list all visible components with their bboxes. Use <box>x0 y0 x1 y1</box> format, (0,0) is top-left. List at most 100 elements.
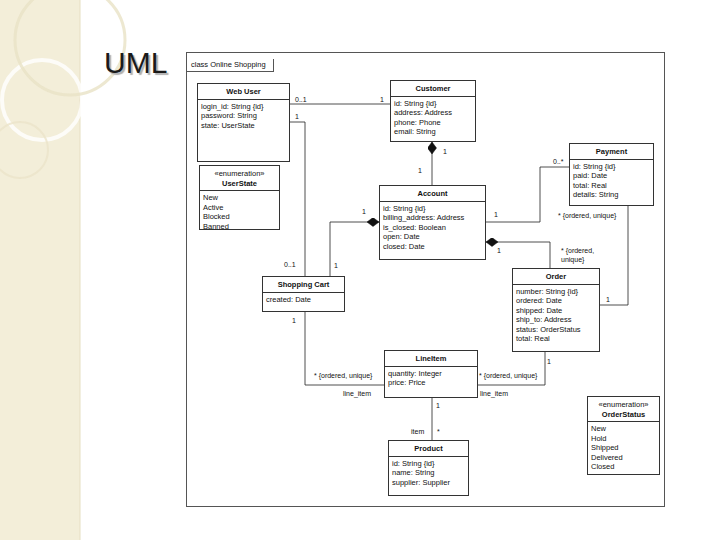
multiplicity: * {ordered, unique} <box>314 372 372 381</box>
multiplicity: 1 <box>418 167 422 176</box>
attribute: supplier: Supplier <box>392 478 465 488</box>
attribute: address: Address <box>394 108 472 118</box>
role-name: item <box>411 428 424 437</box>
attribute: id: String {id} <box>573 162 650 172</box>
association-line <box>478 352 545 385</box>
role-name: line_item <box>343 390 371 399</box>
multiplicity: 1 <box>606 296 610 305</box>
multiplicity: 0..1 <box>295 96 307 105</box>
multiplicity: * <box>437 428 440 437</box>
compartment-header: Payment <box>570 144 653 160</box>
attribute: quantity: Integer <box>388 369 474 379</box>
attribute: details: String <box>573 190 650 200</box>
association-line <box>290 104 390 105</box>
enum-value: Closed <box>591 462 656 472</box>
multiplicity: 0..1 <box>284 261 296 270</box>
attribute: number: String {id} <box>516 287 596 297</box>
role-name: line_item <box>480 390 508 399</box>
class-name: Payment <box>572 147 651 157</box>
side-band <box>0 0 80 540</box>
multiplicity: 1 <box>295 113 299 122</box>
class-box: Payment id: String {id}paid: Datetotal: R… <box>569 143 654 206</box>
class-name: Customer <box>393 84 473 94</box>
class-name: Web User <box>200 87 287 97</box>
attribute: status: OrderStatus <box>516 325 596 335</box>
attribute: id: String {id} <box>383 204 482 214</box>
compartment-header: «enumeration»UserState <box>200 166 279 191</box>
enum-value: Hold <box>591 434 656 444</box>
compartment-body: NewHoldShippedDeliveredClosed <box>588 422 659 474</box>
enum-value: Shipped <box>591 443 656 453</box>
enum-name: OrderStatus <box>590 410 657 420</box>
class-box: LineItemquantity: Integerprice: Price <box>384 350 478 398</box>
attribute: password: String <box>201 111 286 121</box>
multiplicity: * {ordered, unique} <box>558 212 616 221</box>
multiplicity: 1 <box>334 262 338 271</box>
class-name: Account <box>382 189 483 199</box>
class-name: Product <box>391 444 466 454</box>
class-name: Shopping Cart <box>265 280 342 290</box>
attribute: is_closed: Boolean <box>383 223 482 233</box>
compartment-body: created: Date <box>263 293 344 307</box>
attribute: id: String {id} <box>392 459 465 469</box>
multiplicity: 1 <box>494 211 498 220</box>
class-box: Shopping Cart created: Date <box>262 276 345 312</box>
association-line <box>330 222 379 276</box>
enumeration-box: «enumeration»UserStateNewActiveBlockedBa… <box>199 165 280 230</box>
attribute: state: UserState <box>201 121 286 131</box>
attribute: login_id: String {id} <box>201 102 286 112</box>
class-box: Account id: String {id}billing_address: A… <box>379 185 486 260</box>
attribute: closed: Date <box>383 242 482 252</box>
class-box: Product id: String {id}name: Stringsuppli… <box>388 440 469 496</box>
compartment-header: Web User <box>198 84 289 100</box>
compartment-body: id: String {id}paid: Datetotal: Realdeta… <box>570 160 653 202</box>
class-box: Order number: String {id}ordered: Date shi… <box>512 268 600 352</box>
attribute: open: Date <box>383 232 482 242</box>
association-line <box>432 398 433 440</box>
compartment-header: Shopping Cart <box>263 277 344 293</box>
attribute: price: Price <box>388 378 474 388</box>
slide-title: UML <box>104 46 167 80</box>
compartment-body: id: String {id}address: Addressphone: Ph… <box>391 97 475 139</box>
multiplicity: 1 <box>547 358 551 367</box>
association-line <box>290 122 305 276</box>
band-edge <box>80 0 81 540</box>
compartment-header: «enumeration»OrderStatus <box>588 397 659 422</box>
enumeration-box: «enumeration»OrderStatusNewHoldShippedDe… <box>587 396 660 475</box>
compartment-header: Product <box>389 441 468 457</box>
association-line <box>486 242 550 268</box>
class-box: Customer id: String {id}address: Addressp… <box>390 80 476 142</box>
multiplicity: 0..* <box>553 158 564 167</box>
association-line <box>486 167 569 222</box>
compartment-body: login_id: String {id}password: Stringsta… <box>198 100 289 133</box>
multiplicity: 1 <box>436 402 440 411</box>
association-line <box>305 312 384 385</box>
attribute: ordered: Date <box>516 296 596 306</box>
multiplicity: 1 <box>443 148 447 157</box>
attribute: name: String <box>392 468 465 478</box>
enum-name: UserState <box>202 179 277 189</box>
attribute: ship_to: Address <box>516 315 596 325</box>
class-box: Web User login_id: String {id}password: S… <box>197 83 290 162</box>
multiplicity: 1 <box>362 208 366 217</box>
attribute: created: Date <box>266 295 341 305</box>
stereotype: «enumeration» <box>202 169 277 179</box>
multiplicity: 1 <box>292 317 296 326</box>
compartment-body: quantity: Integerprice: Price <box>385 367 477 390</box>
compartment-header: Order <box>513 269 599 285</box>
frame-label: class Online Shopping <box>191 60 266 70</box>
attribute: paid: Date <box>573 171 650 181</box>
compartment-body: id: String {id}billing_address: Addressi… <box>380 202 485 254</box>
enum-value: Blocked <box>203 212 276 222</box>
multiplicity: 1 <box>380 96 384 105</box>
stereotype: «enumeration» <box>590 400 657 410</box>
compartment-body: id: String {id}name: Stringsupplier: Sup… <box>389 457 468 490</box>
enum-value: Delivered <box>591 453 656 463</box>
attribute: phone: Phone <box>394 118 472 128</box>
attribute: billing_address: Address <box>383 213 482 223</box>
class-name: Order <box>515 272 597 282</box>
attribute: total: Real <box>516 334 596 344</box>
frame-tab: class Online Shopping <box>187 59 274 72</box>
association-line <box>600 206 628 305</box>
